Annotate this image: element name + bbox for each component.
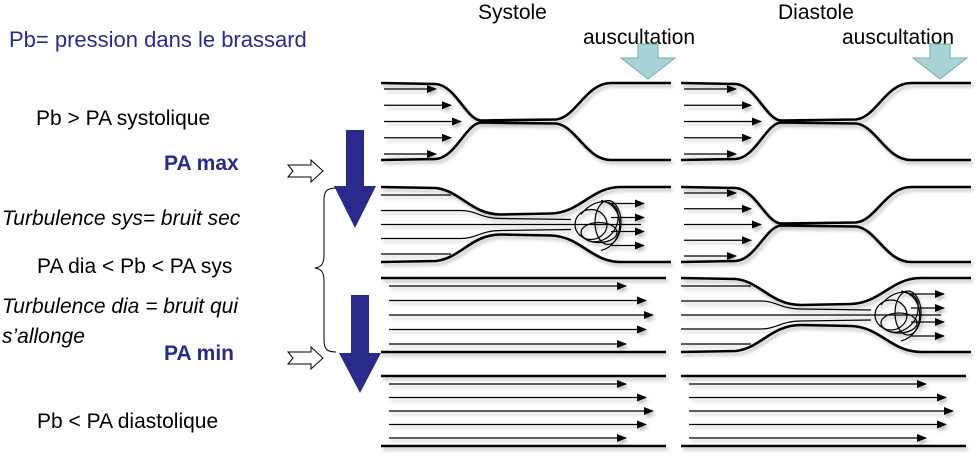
pa-min-pointer-arrow [286,345,324,371]
vessel-systole-row-3-laminar [381,276,666,354]
label-pa-min: PA min [164,342,235,365]
label-turbulence-sys: Turbulence sys= bruit sec [2,207,241,230]
column-title-systole: Systole [478,1,547,24]
vessel-diastole-row-3-turbulent [680,276,971,354]
vessel-systole-row-2-turbulent [380,185,671,264]
vessel-diastole-row-2-occluded [680,185,971,264]
label-pb-above-systolic: Pb > PA systolique [36,107,211,130]
label-turbulence-dia-line1: Turbulence dia = bruit qui [2,295,239,318]
label-pb-below-diastolic: Pb < PA diastolique [37,410,219,433]
vessel-diastole-row-4-laminar [681,374,966,448]
vessel-systole-row-4-laminar [381,374,666,448]
auscultation-arrow-diastole [911,43,969,80]
title-pression-brassard: Pb= pression dans le brassard [9,27,307,52]
auscultation-arrow-systole [619,43,677,80]
auscultation-label-systole: auscultation [583,26,696,49]
label-between-pressures: PA dia < Pb < PA sys [37,255,233,278]
column-title-diastole: Diastole [778,1,854,24]
label-turbulence-dia-line2: s’allonge [2,325,85,348]
vessel-systole-row-1-occluded [380,81,671,162]
curly-brace [314,187,337,353]
pa-max-down-arrow [334,130,376,228]
auscultation-label-diastole: auscultation [842,26,955,49]
pa-min-down-arrow [339,295,381,393]
pa-max-pointer-arrow [286,158,324,184]
vessel-diastole-row-1-occluded [680,81,971,162]
label-pa-max: PA max [164,152,239,175]
